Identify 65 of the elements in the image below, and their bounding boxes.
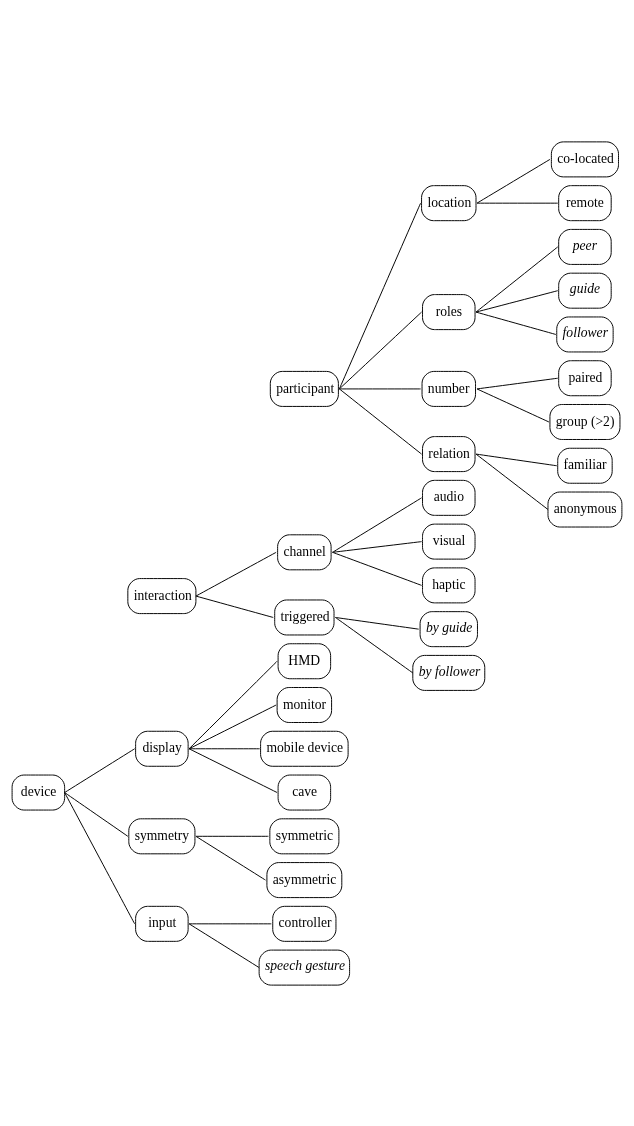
connector (476, 158, 551, 204)
connector (64, 791, 129, 837)
node-box: by guide (419, 610, 478, 647)
node-box: speech gesture (258, 949, 351, 986)
node-box: asymmetric (266, 861, 343, 898)
node-box: haptic (422, 566, 476, 603)
node-box: triggered (274, 599, 335, 635)
node-box: HMD (277, 642, 332, 679)
node-box: relation (422, 435, 476, 472)
node-box: paired (558, 359, 612, 396)
node-box: device (11, 774, 66, 811)
connector (338, 387, 423, 455)
connector (475, 453, 549, 510)
node-box: cave (277, 774, 332, 811)
node-box: visual (422, 523, 476, 560)
node-box: guide (558, 272, 612, 309)
connector (188, 922, 272, 924)
connector (332, 496, 423, 553)
node-box: mobile device (260, 730, 349, 767)
node-box: follower (556, 315, 614, 352)
node-box: channel (277, 533, 332, 570)
node-box: familiar (557, 447, 613, 484)
connector (338, 311, 423, 389)
connector (475, 245, 559, 313)
connector (476, 202, 559, 204)
node-box: number (421, 370, 476, 407)
connector (188, 747, 278, 793)
connector (332, 540, 423, 553)
node-box: anonymous (547, 491, 623, 527)
connector (64, 747, 136, 793)
node-box: co-located (550, 140, 619, 177)
connector (338, 202, 422, 389)
node-box: symmetry (128, 817, 196, 854)
connector (338, 387, 422, 389)
node-box: controller (272, 905, 337, 942)
connector (475, 289, 559, 313)
connector (188, 747, 261, 749)
connector (476, 377, 559, 389)
connector (476, 387, 550, 422)
connector (188, 922, 260, 968)
connector (188, 704, 277, 749)
connector (335, 616, 420, 630)
node-box: by follower (412, 654, 486, 691)
connector (475, 453, 558, 466)
node-box: input (135, 905, 189, 942)
node-box: peer (558, 228, 612, 265)
connector (332, 551, 423, 586)
connector (188, 660, 278, 749)
node-box: symmetric (269, 817, 340, 854)
node-box: participant (269, 370, 339, 407)
node-box: remote (558, 184, 612, 221)
node-box: group (>2) (549, 403, 621, 440)
connector (195, 595, 274, 618)
node-box: monitor (276, 686, 333, 723)
node-box: interaction (127, 577, 197, 614)
node-box: location (421, 184, 477, 221)
connector (195, 835, 266, 881)
connector (195, 835, 269, 837)
connector (195, 551, 277, 597)
node-box: audio (422, 479, 476, 516)
connector (335, 616, 414, 673)
node-box: display (135, 730, 189, 767)
node-box: roles (422, 293, 476, 330)
connector (64, 791, 136, 924)
connector (475, 311, 557, 335)
